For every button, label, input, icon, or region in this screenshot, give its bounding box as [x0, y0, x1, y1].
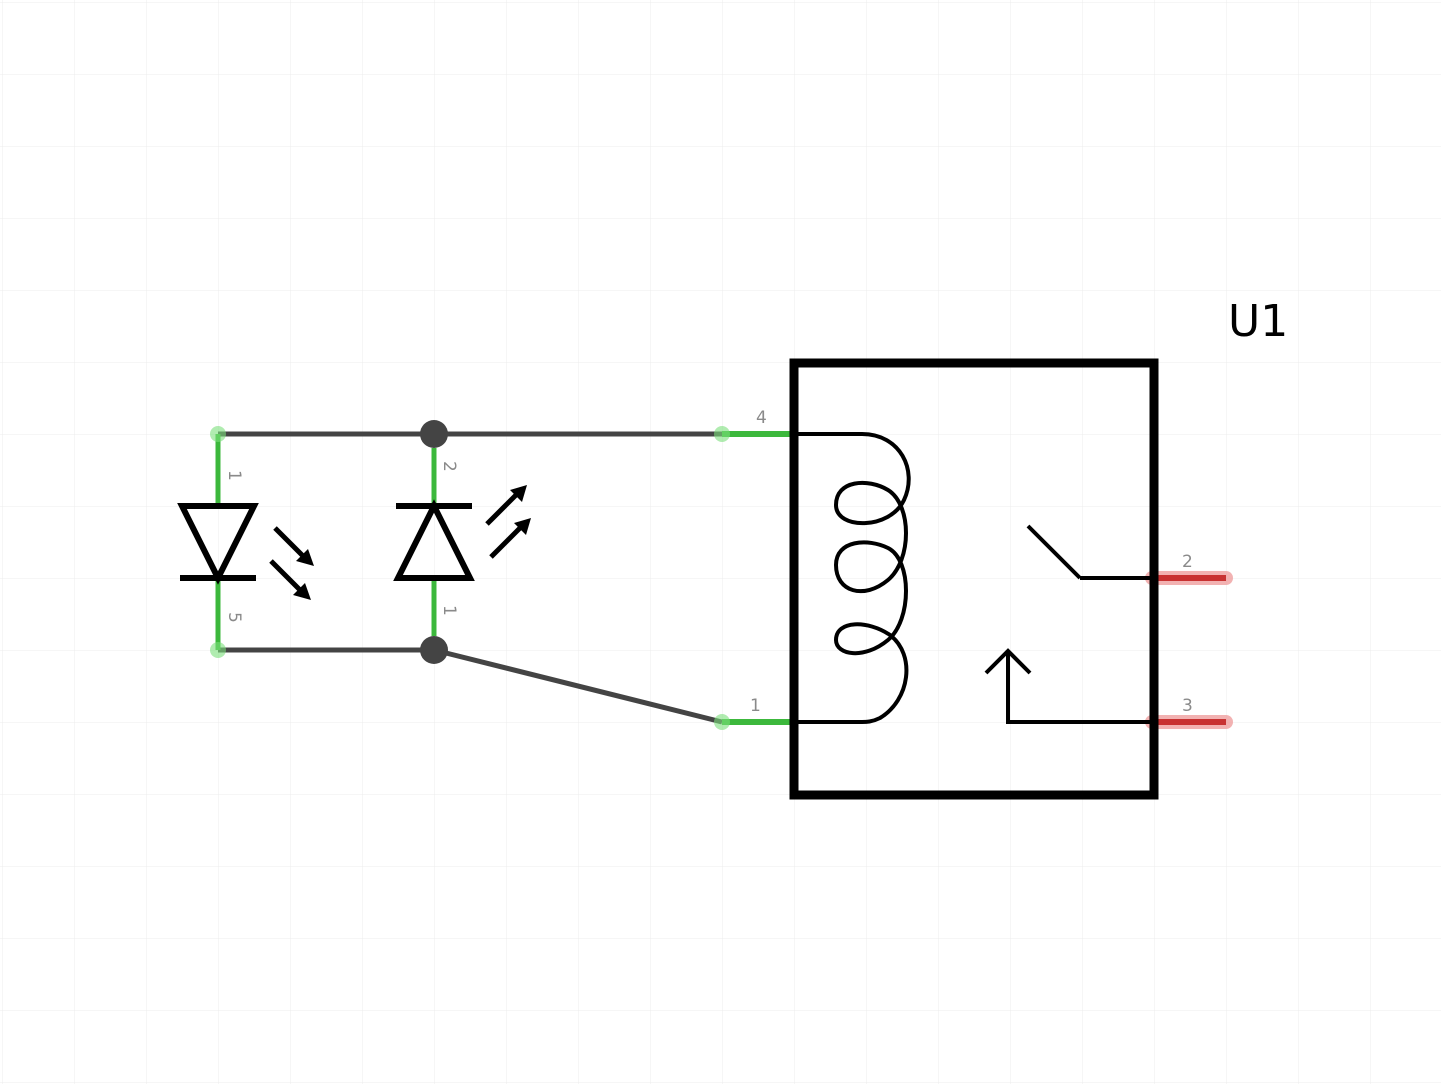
relay-pin-label-1: 1: [750, 696, 761, 716]
relay-body: [789, 358, 1159, 800]
led-pin-bottom-end: [210, 642, 226, 658]
photodiode-triangle: [393, 499, 475, 581]
relay-coil: [794, 432, 911, 724]
photodiode-symbol[interactable]: 2 1: [393, 434, 531, 650]
relay-pin-4-end: [714, 426, 730, 442]
relay-switch-blade: [1026, 524, 1082, 580]
led-symbol[interactable]: 1 5: [177, 426, 314, 658]
led-emission-arrows: [269, 526, 314, 600]
relay-switch-return: [1006, 651, 1152, 724]
relay-pin-label-4: 4: [756, 408, 767, 428]
relay-component[interactable]: 4 1 2 3 U1: [714, 296, 1288, 800]
photodiode-pin-label-top: 2: [439, 461, 459, 472]
component-ref-label: U1: [1228, 296, 1288, 347]
wires: [218, 420, 723, 725]
led-pin-top-end: [210, 426, 226, 442]
relay-pin-1-end: [714, 714, 730, 730]
led-triangle: [177, 503, 259, 585]
led-pin-label-top: 1: [224, 470, 244, 481]
relay-switch-arrowhead: [984, 648, 1032, 675]
photodiode-pin-label-bottom: 1: [439, 605, 459, 616]
relay-pin-label-3: 3: [1182, 696, 1193, 716]
relay-pin-label-2: 2: [1182, 552, 1193, 572]
led-pin-label-bottom: 5: [224, 612, 244, 623]
wire-bottom-diagonal[interactable]: [433, 647, 723, 725]
photodiode-arrows: [485, 485, 531, 559]
